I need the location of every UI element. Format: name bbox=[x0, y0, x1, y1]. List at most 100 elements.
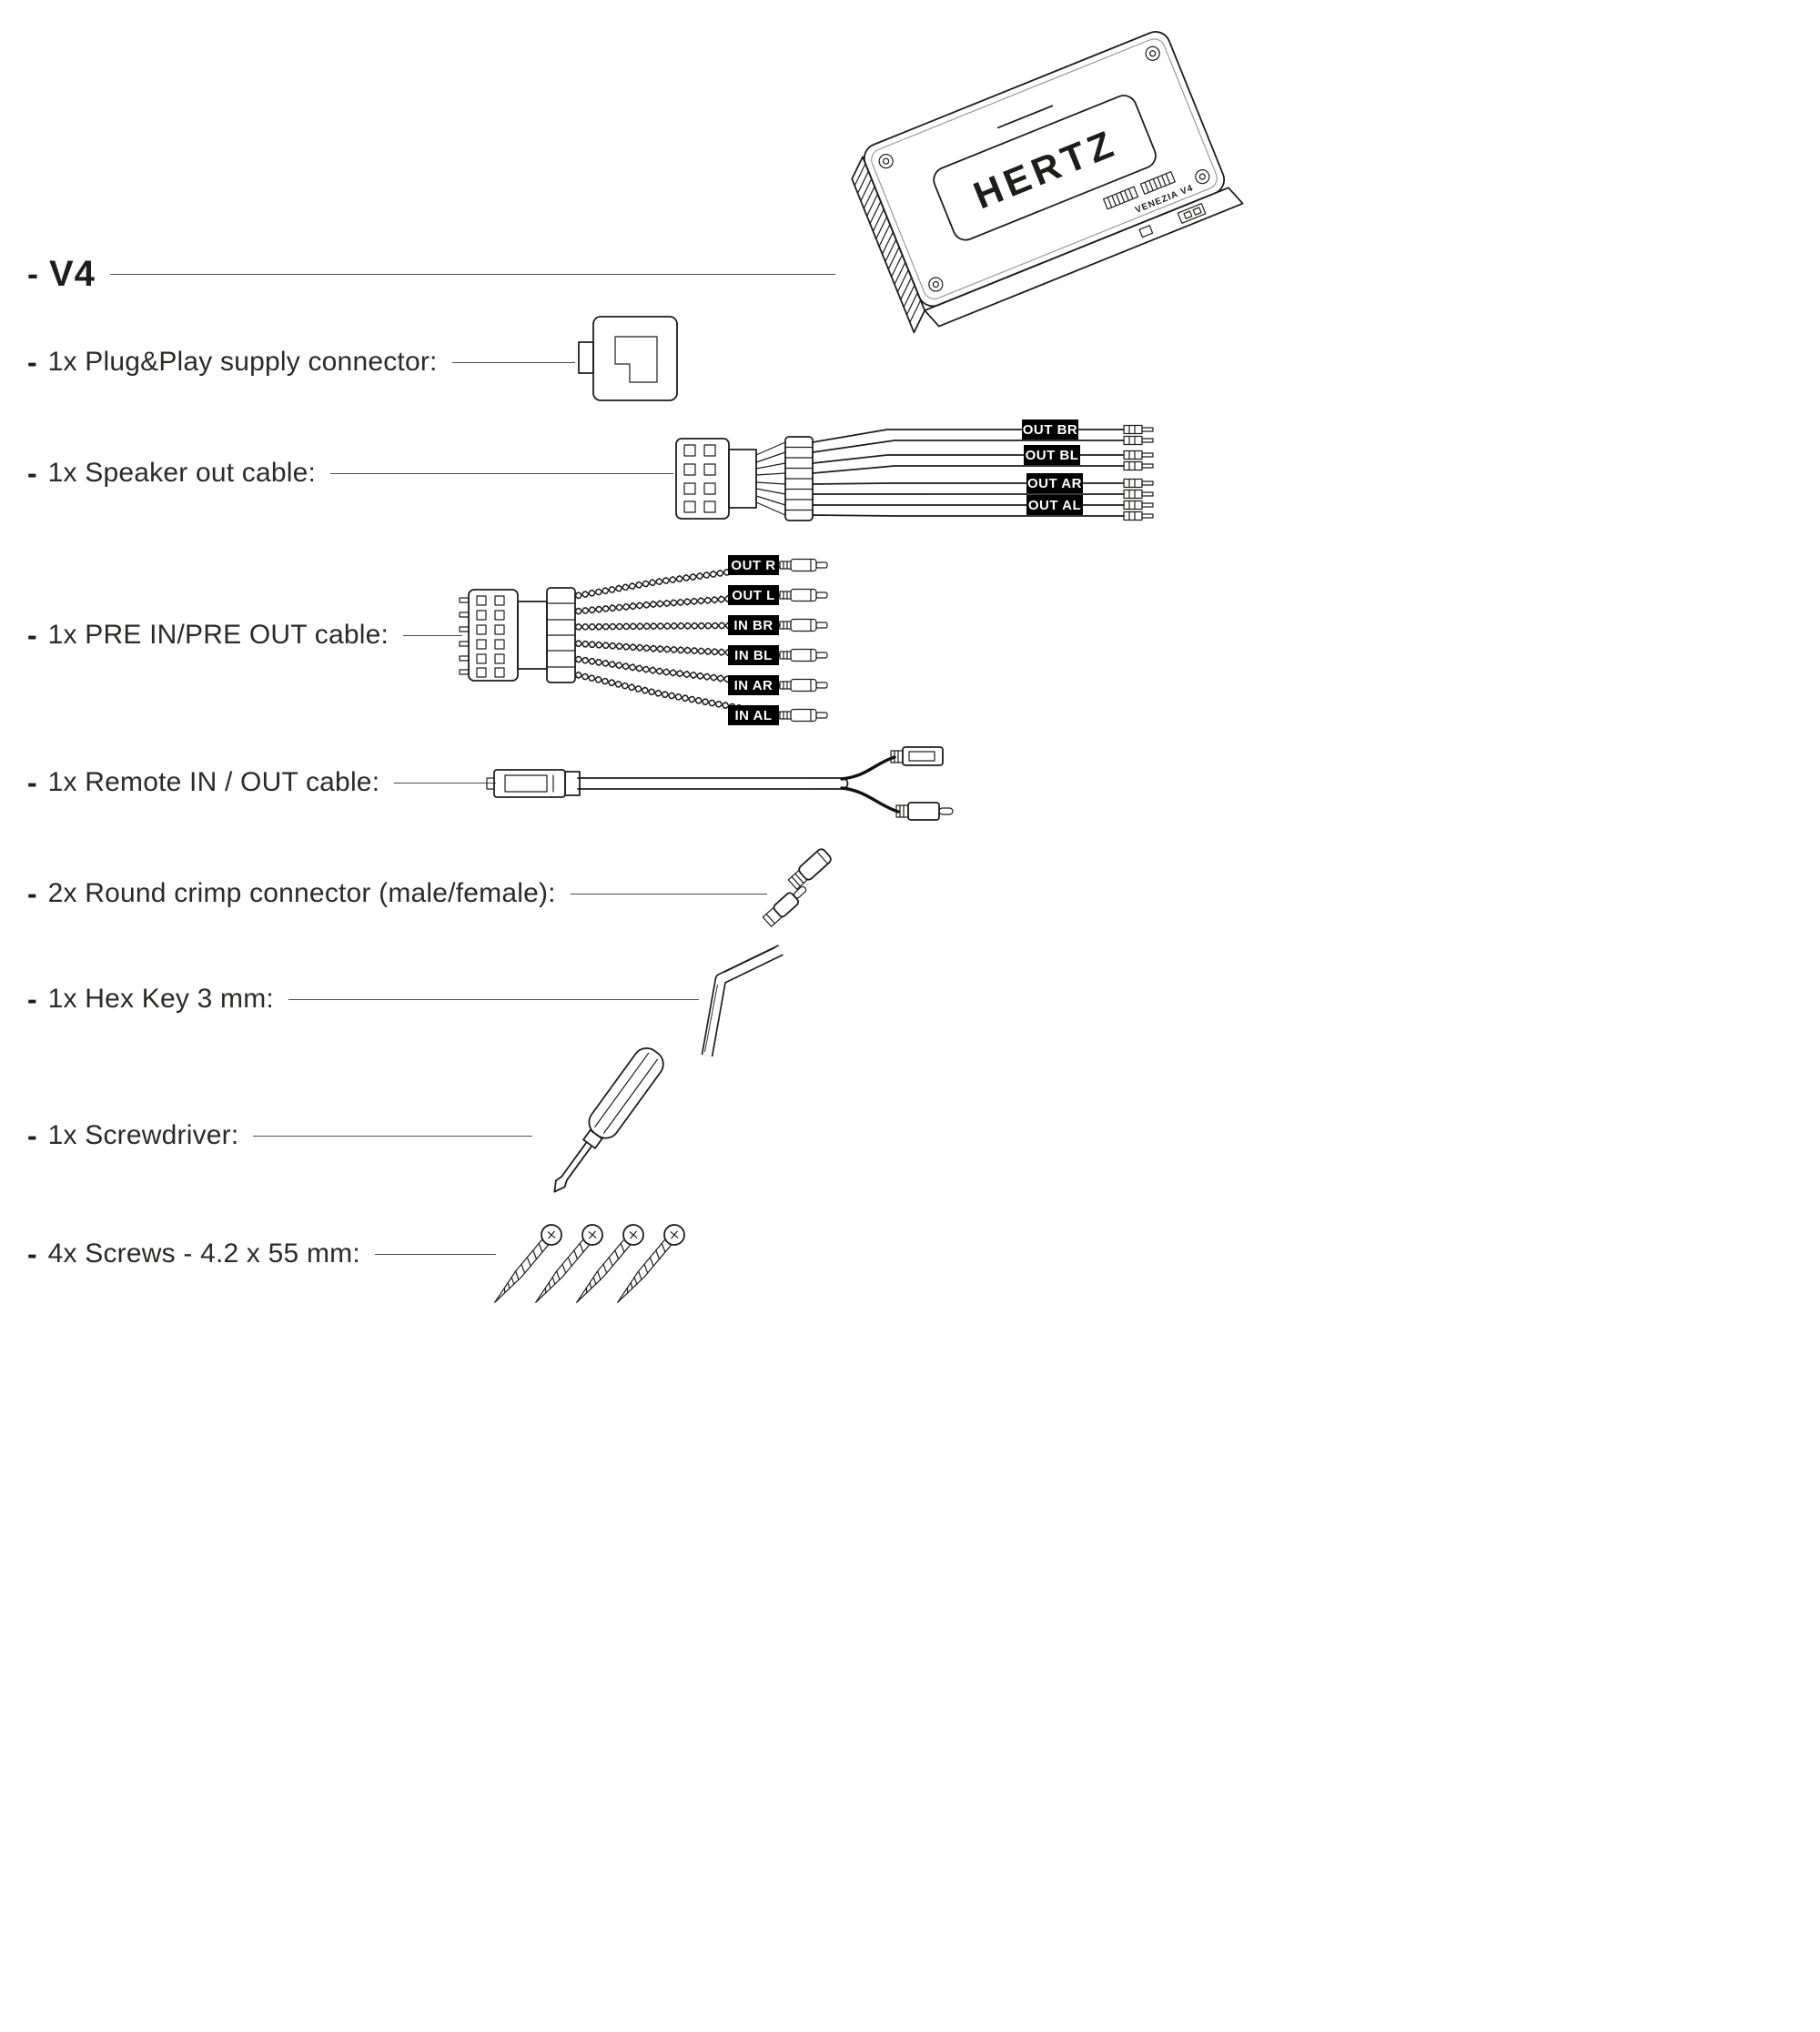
corner-screws bbox=[878, 45, 1210, 292]
item-dash: - bbox=[27, 456, 37, 490]
pre-comb-slots bbox=[546, 602, 576, 668]
cable-label: OUT AR bbox=[1027, 476, 1082, 491]
item-label: 1x Plug&Play supply connector: bbox=[47, 347, 438, 377]
item-row-pre-cable: - 1x PRE IN/PRE OUT cable: bbox=[27, 617, 462, 653]
cable-label: OUT BR bbox=[1023, 422, 1078, 438]
item-row-v4: - V4 bbox=[27, 251, 835, 297]
amp-top-bevel bbox=[871, 38, 1218, 300]
screws-figure bbox=[486, 1215, 690, 1333]
remote-cable-sleeve bbox=[577, 777, 849, 790]
pre-cable-labels: OUT R OUT L IN BR IN BL IN AR IN AL bbox=[728, 555, 779, 725]
hex-key-illustration bbox=[701, 945, 784, 1057]
item-dash: - bbox=[27, 876, 37, 910]
item-row-speaker-cable: - 1x Speaker out cable: bbox=[27, 455, 673, 491]
amp-model-text: VENEZIA V4 bbox=[1134, 183, 1195, 216]
pre-terminals bbox=[779, 558, 828, 723]
screws-illustration bbox=[486, 1219, 690, 1310]
hertz-logo-text: HERTZ bbox=[967, 121, 1123, 217]
leader-line bbox=[570, 893, 767, 895]
speaker-cable-figure: OUT BR OUT BL OUT AR OUT AL bbox=[669, 409, 1165, 537]
cable-label: OUT R bbox=[731, 558, 775, 573]
supply-socket bbox=[1138, 203, 1207, 238]
speaker-cable-labels: OUT BR OUT BL OUT AR OUT AL bbox=[1022, 420, 1083, 515]
label-chip bbox=[1024, 445, 1080, 465]
hex-key-facet-long bbox=[704, 984, 718, 1053]
connector-body bbox=[592, 316, 678, 401]
screw bbox=[568, 1219, 649, 1310]
crimp-connector-male bbox=[762, 885, 807, 927]
amplifier-figure: HERTZ VENEZIA V4 bbox=[833, 14, 1279, 341]
item-row-crimp-connectors: - 2x Round crimp connector (male/female)… bbox=[27, 875, 767, 912]
connector-tab bbox=[578, 341, 594, 374]
screw bbox=[609, 1219, 690, 1310]
screw bbox=[486, 1219, 567, 1310]
label-chip bbox=[728, 645, 779, 665]
cable-label: OUT AL bbox=[1028, 498, 1081, 513]
leader-line bbox=[330, 472, 673, 474]
leader-line bbox=[288, 998, 699, 1000]
leader-line bbox=[403, 634, 462, 636]
item-dash: - bbox=[27, 1118, 37, 1152]
speaker-comb-slots bbox=[784, 446, 814, 511]
model-title: V4 bbox=[49, 253, 96, 294]
screwdriver-shaft bbox=[553, 1141, 593, 1193]
amplifier-illustration: HERTZ VENEZIA V4 bbox=[851, 31, 1244, 334]
crimp-connector-female bbox=[787, 848, 832, 890]
speaker-connector-front bbox=[728, 449, 757, 509]
pre-cable-figure: OUT R OUT L IN BR IN BL IN AR IN AL bbox=[459, 549, 869, 735]
item-label: 4x Screws - 4.2 x 55 mm: bbox=[47, 1238, 360, 1269]
item-row-remote-cable: - 1x Remote IN / OUT cable: bbox=[27, 764, 496, 801]
plug-play-connector-figure bbox=[573, 311, 682, 407]
hex-key-body bbox=[703, 945, 784, 1056]
item-dash: - bbox=[27, 765, 37, 799]
item-label: 1x Speaker out cable: bbox=[47, 458, 317, 488]
speaker-cable-illustration: OUT BR OUT BL OUT AR OUT AL bbox=[675, 420, 1154, 521]
remote-terminal-male bbox=[895, 802, 954, 821]
leader-line bbox=[374, 1253, 496, 1255]
item-row-plug-play: - 1x Plug&Play supply connector: bbox=[27, 344, 575, 380]
hex-key-facet-short bbox=[723, 947, 776, 974]
screwdriver-figure bbox=[528, 1045, 678, 1218]
screw bbox=[527, 1219, 608, 1310]
screwdriver-illustration bbox=[553, 1047, 664, 1193]
hex-key-figure bbox=[693, 939, 794, 1067]
item-label: 1x Screwdriver: bbox=[47, 1120, 239, 1150]
item-dash: - bbox=[27, 618, 37, 652]
cable-label: IN BL bbox=[734, 648, 773, 663]
screwdriver-ferrule bbox=[582, 1129, 603, 1149]
speaker-wire-bundle bbox=[755, 441, 786, 516]
item-dash: - bbox=[27, 982, 37, 1016]
remote-plug-inner bbox=[504, 774, 548, 793]
speaker-terminals bbox=[1123, 424, 1154, 521]
pre-connector-tabs bbox=[459, 597, 470, 675]
label-chip bbox=[1026, 473, 1083, 493]
remote-cable-illustration bbox=[486, 746, 954, 821]
pre-connector-housing bbox=[468, 589, 519, 682]
item-dash: - bbox=[27, 1237, 37, 1270]
crimp-connectors-illustration bbox=[762, 848, 832, 927]
item-row-hex-key: - 1x Hex Key 3 mm: bbox=[27, 981, 699, 1017]
heatsink-fins bbox=[854, 163, 922, 323]
leader-line bbox=[109, 273, 835, 275]
remote-plug-collar bbox=[564, 771, 581, 796]
item-row-screwdriver: - 1x Screwdriver: bbox=[27, 1117, 532, 1154]
item-dash: - bbox=[27, 345, 37, 379]
label-chip bbox=[1026, 495, 1083, 515]
logo-panel bbox=[933, 95, 1157, 241]
screwdriver-body bbox=[553, 1047, 664, 1193]
cable-label: IN AL bbox=[734, 708, 772, 723]
cable-label: OUT L bbox=[732, 588, 775, 603]
item-label: 1x PRE IN/PRE OUT cable: bbox=[47, 620, 389, 650]
crimp-connectors-figure bbox=[760, 835, 864, 935]
leader-line bbox=[253, 1135, 532, 1137]
remote-wire-out bbox=[840, 755, 896, 781]
pre-connector-front bbox=[517, 601, 548, 670]
label-chip bbox=[1022, 420, 1078, 440]
remote-terminal-female bbox=[890, 746, 944, 766]
speaker-connector-pins bbox=[683, 444, 716, 513]
cable-label: OUT BL bbox=[1026, 448, 1079, 463]
leader-line bbox=[451, 361, 575, 363]
remote-cable-figure bbox=[486, 735, 960, 831]
label-chip bbox=[728, 585, 779, 605]
